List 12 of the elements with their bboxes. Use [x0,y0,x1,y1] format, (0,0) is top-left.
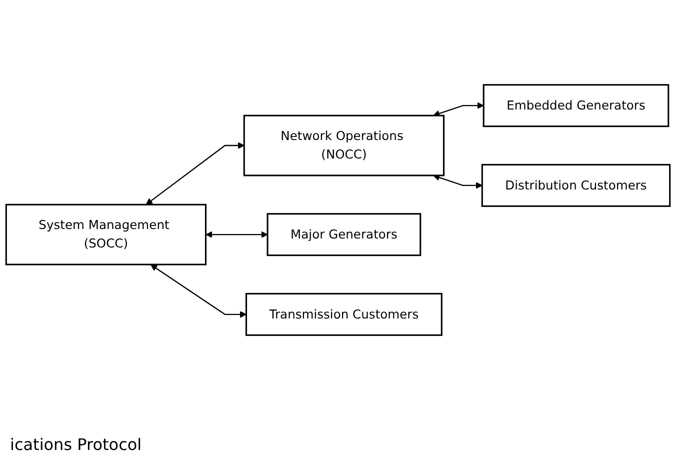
arrow [206,231,268,238]
node-box: Embedded Generators [482,84,670,128]
arrow [433,102,484,117]
note-text: ications Protocol [10,435,142,454]
node-box: Network Operations (NOCC) [243,114,445,176]
node-box: Transmission Customers [246,292,442,336]
node-box: System Management (SOCC) [5,204,207,266]
arrow [433,174,482,189]
arrow [150,264,247,318]
node-box: Distribution Customers [481,164,671,207]
node-box: Major Generators [266,213,422,256]
arrow [146,142,244,205]
